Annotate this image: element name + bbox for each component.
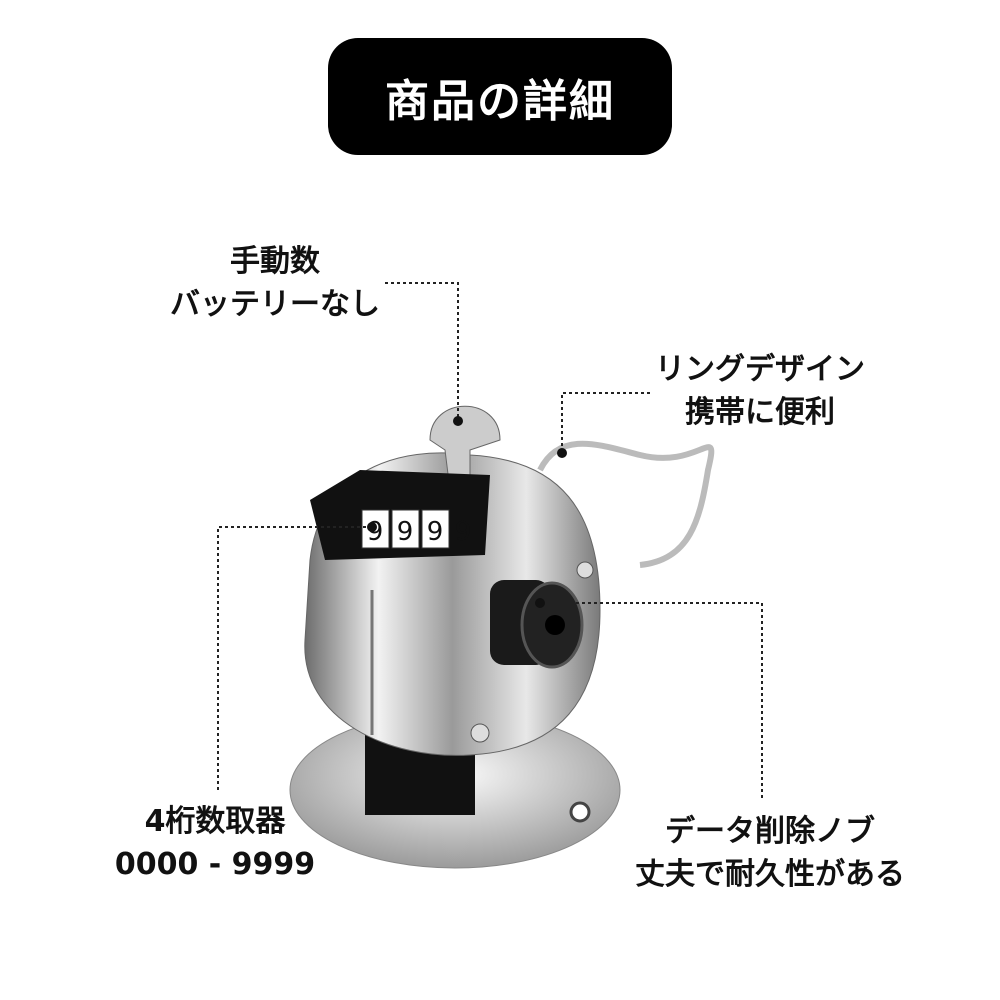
title-banner: 商品の詳細	[328, 38, 672, 155]
callout-digits: 4桁数取器 0000 - 9999	[110, 800, 320, 886]
callout-lines	[217, 282, 763, 800]
callout-dot	[453, 416, 463, 426]
callout-text: 丈夫で耐久性がある	[635, 857, 905, 892]
digit: 9	[367, 517, 384, 547]
page-title: 商品の詳細	[385, 75, 615, 127]
reset-knob[interactable]	[490, 580, 584, 669]
screw-hole	[569, 801, 591, 823]
callout-knob: データ削除ノブ 丈夫で耐久性がある	[615, 810, 925, 896]
digit: 9	[455, 517, 472, 547]
callout-dot	[557, 448, 567, 458]
screw-icon	[576, 561, 594, 579]
callout-text: データ削除ノブ	[665, 814, 875, 849]
callout-text: リングデザイン	[655, 352, 865, 387]
callout-line-ring	[561, 392, 650, 452]
digit: 9	[427, 517, 444, 547]
ring-handle	[537, 440, 715, 568]
digit: 9	[397, 517, 414, 547]
callout-text: バッテリーなし	[170, 287, 380, 322]
screw-icon	[470, 723, 490, 743]
callout-text: 4桁数取器	[144, 804, 286, 839]
callout-text: 0000 - 9999	[114, 847, 316, 882]
callout-manual: 手動数 バッテリーなし	[160, 240, 390, 326]
callout-dot	[535, 598, 545, 608]
callout-line-manual	[385, 282, 459, 420]
callout-ring: リングデザイン 携帯に便利	[645, 348, 875, 434]
callout-text: 携帯に便利	[685, 395, 835, 430]
digit-display: 9 9 9 9	[361, 509, 472, 549]
callout-dot	[367, 522, 377, 532]
callout-text: 手動数	[230, 244, 320, 279]
callout-line-knob	[540, 602, 763, 800]
